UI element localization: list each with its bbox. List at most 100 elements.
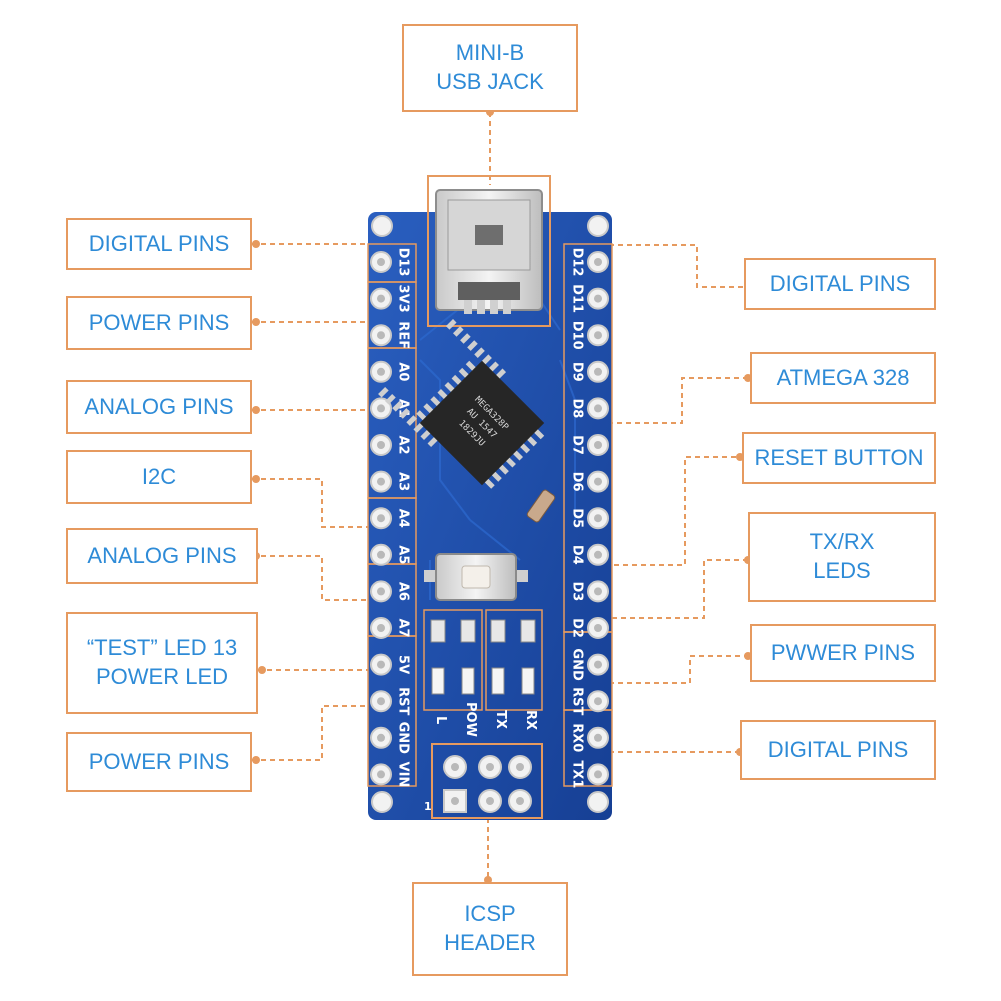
header-pin-hole — [594, 550, 602, 559]
header-pin-hole — [594, 697, 602, 706]
pin-label-d4: D4 — [570, 545, 585, 565]
mounting-hole — [587, 791, 609, 813]
reset-button-part — [424, 553, 528, 601]
label-text: USB JACK — [436, 69, 544, 94]
pin-label-gnd: GND — [396, 722, 411, 755]
pin-label-d2: D2 — [570, 618, 585, 638]
header-pin-hole — [594, 770, 602, 779]
chip-leg — [427, 436, 439, 448]
label-text: DIGITAL PINS — [88, 230, 230, 256]
leader-dot — [258, 666, 266, 674]
chip-leg — [392, 401, 403, 412]
label-text: PWWER PINS — [770, 639, 916, 665]
pin-label-ref: REF — [396, 321, 411, 349]
led-pow — [461, 667, 475, 695]
label-text: MINI-B — [455, 40, 525, 66]
label-text: DIGITAL PINS — [767, 736, 909, 762]
chip-leg — [420, 429, 432, 440]
header-pin-hole — [594, 294, 602, 303]
chip-leg — [533, 428, 545, 440]
label-pwwer-pins: PWWER PINS — [750, 624, 936, 682]
chip-leg — [458, 367, 470, 379]
icsp-pin-hole — [486, 797, 494, 805]
pin-label-d3: D3 — [570, 581, 585, 601]
chip-leg — [498, 464, 509, 475]
chip-leg — [512, 449, 524, 461]
label-atmega: ATMEGA 328 — [750, 352, 936, 404]
led-label-pow: POW — [463, 702, 478, 737]
pcb — [368, 212, 612, 820]
pin-label-a6: A6 — [396, 582, 411, 601]
label-text: ANALOG PINS — [87, 542, 237, 568]
label-test-led: “TEST” LED 13 POWER LED — [66, 612, 258, 714]
pin-label-a5: A5 — [396, 545, 411, 564]
icsp-outline — [431, 743, 543, 819]
chip-leg — [445, 319, 457, 330]
led-resistor — [490, 619, 506, 643]
header-pin-hole — [594, 441, 602, 449]
header-pin-hole — [377, 587, 385, 596]
icsp-pin-hole — [516, 797, 524, 805]
chip-leg — [451, 374, 463, 386]
mini-usb-connector — [427, 175, 551, 327]
chip-leg — [467, 340, 478, 351]
pin-label-rst: RST — [396, 687, 411, 715]
header-pin-hole — [594, 258, 602, 266]
led-label-tx: TX — [493, 710, 508, 729]
icsp-pin-one-label: 1 — [424, 800, 432, 813]
leader-line-i2c — [252, 478, 375, 528]
mounting-hole — [371, 791, 393, 813]
pin-label-d13: D13 — [396, 248, 411, 277]
label-analog-pins-left-2: ANALOG PINS — [66, 528, 258, 584]
pin-label-a3: A3 — [396, 472, 411, 491]
chip-leg — [495, 368, 507, 380]
chip-leg — [430, 396, 441, 407]
pin-label-5v: 5V — [396, 655, 411, 674]
header-pin-hole — [377, 770, 385, 779]
label-txrx-leds: TX/RX LEDS — [748, 512, 936, 602]
crystal — [526, 489, 556, 523]
label-i2c: I2C — [66, 450, 252, 504]
label-text: POWER PINS — [88, 748, 230, 774]
label-digital-pins-left: DIGITAL PINS — [66, 218, 252, 270]
leader-line-txrx — [540, 559, 748, 619]
pin-label-a4: A4 — [396, 509, 411, 528]
icsp-pin-hole — [451, 797, 459, 805]
led-rx — [521, 667, 535, 695]
header-pin-hole — [377, 367, 385, 376]
pin-label-d10: D10 — [570, 321, 585, 350]
pin-label-gnd: GND — [570, 648, 585, 681]
header-pin-hole — [377, 660, 385, 669]
label-icsp: ICSP HEADER — [412, 882, 568, 976]
label-text: RESET BUTTON — [754, 444, 924, 470]
pin-label-rx0: RX0 — [570, 723, 585, 752]
leader-dot — [252, 318, 260, 326]
label-text: “TEST” LED 13 — [86, 635, 238, 661]
chip-leg — [378, 386, 389, 398]
chip-leg — [437, 389, 449, 400]
pin-label-d9: D9 — [570, 362, 585, 382]
header-pin-hole — [594, 514, 602, 523]
chip-leg — [385, 394, 396, 405]
label-reset-button: RESET BUTTON — [742, 432, 936, 484]
header-pin-hole — [594, 624, 602, 632]
pin-label-a2: A2 — [396, 435, 411, 454]
chip-leg — [488, 361, 499, 373]
pin-label-a7: A7 — [396, 618, 411, 637]
icsp-header: 1 — [424, 743, 543, 819]
header-pin-hole — [377, 733, 385, 742]
chip-leg — [465, 360, 477, 372]
header-pin-hole — [377, 258, 385, 266]
header-pin-hole — [377, 697, 385, 706]
label-power-pins-left-2: POWER PINS — [66, 732, 252, 792]
led-resistor — [460, 619, 476, 643]
chip-leg — [484, 478, 495, 489]
pin-label-tx1: TX1 — [570, 760, 585, 788]
led-label-l: L — [433, 716, 448, 724]
leader-dot — [252, 756, 260, 764]
led-resistor — [430, 619, 446, 643]
pin-label-d5: D5 — [570, 508, 585, 528]
